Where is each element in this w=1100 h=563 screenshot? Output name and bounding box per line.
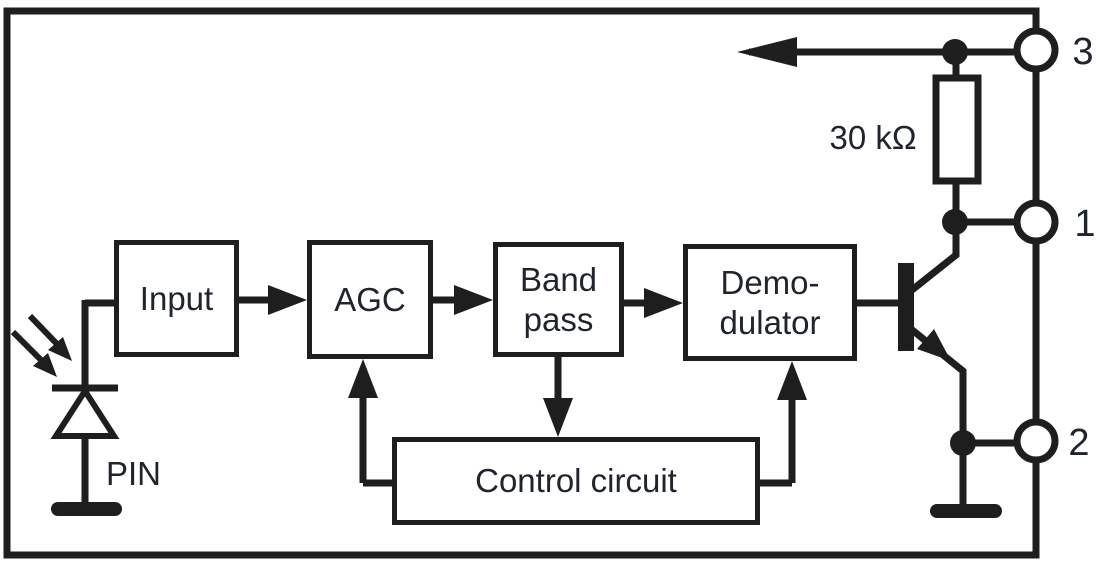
control-feedback-arrows (348, 357, 807, 487)
agc-block-label: AGC (334, 280, 406, 318)
junction-dot-icon (950, 430, 976, 456)
demodulator-block: Demo- dulator (683, 244, 857, 361)
pin-number-1: 1 (1074, 203, 1096, 245)
input-block: Input (114, 240, 239, 357)
bandpass-block-label-line2: pass (523, 300, 594, 338)
transistor-base-bar (898, 263, 914, 351)
pin-photodiode-icon (50, 385, 120, 439)
pin-terminal-icon (1013, 199, 1059, 245)
left-arrowhead-icon (737, 37, 797, 67)
bandpass-block-label-line1: Band (519, 260, 598, 298)
control-circuit-block: Control circuit (392, 437, 760, 525)
emitter-ground-icon (930, 504, 1002, 518)
pin-number-3: 3 (1072, 31, 1094, 73)
pin-number-2: 2 (1068, 422, 1090, 464)
photodiode-ground-icon (51, 502, 122, 516)
flow-arrows (239, 285, 683, 318)
demodulator-block-label-line1: Demo- (720, 263, 820, 301)
light-rays-icon (10, 313, 72, 377)
pin-terminal-icon (1013, 27, 1059, 73)
input-block-label: Input (139, 279, 214, 317)
bandpass-block: Band pass (493, 242, 624, 357)
demodulator-block-label-line2: dulator (719, 303, 821, 341)
photodiode-label: PIN (106, 455, 162, 492)
package-outline (3, 7, 1040, 559)
junction-dot-icon (942, 39, 968, 65)
control-circuit-block-label: Control circuit (475, 462, 677, 500)
agc-block: AGC (307, 240, 433, 359)
resistor-value-label: 30 kΩ (829, 119, 917, 156)
resistor-icon (932, 74, 982, 185)
junction-dot-icon (942, 209, 968, 235)
pin-terminal-icon (1013, 418, 1059, 464)
emitter-arrowhead-icon (917, 329, 951, 361)
